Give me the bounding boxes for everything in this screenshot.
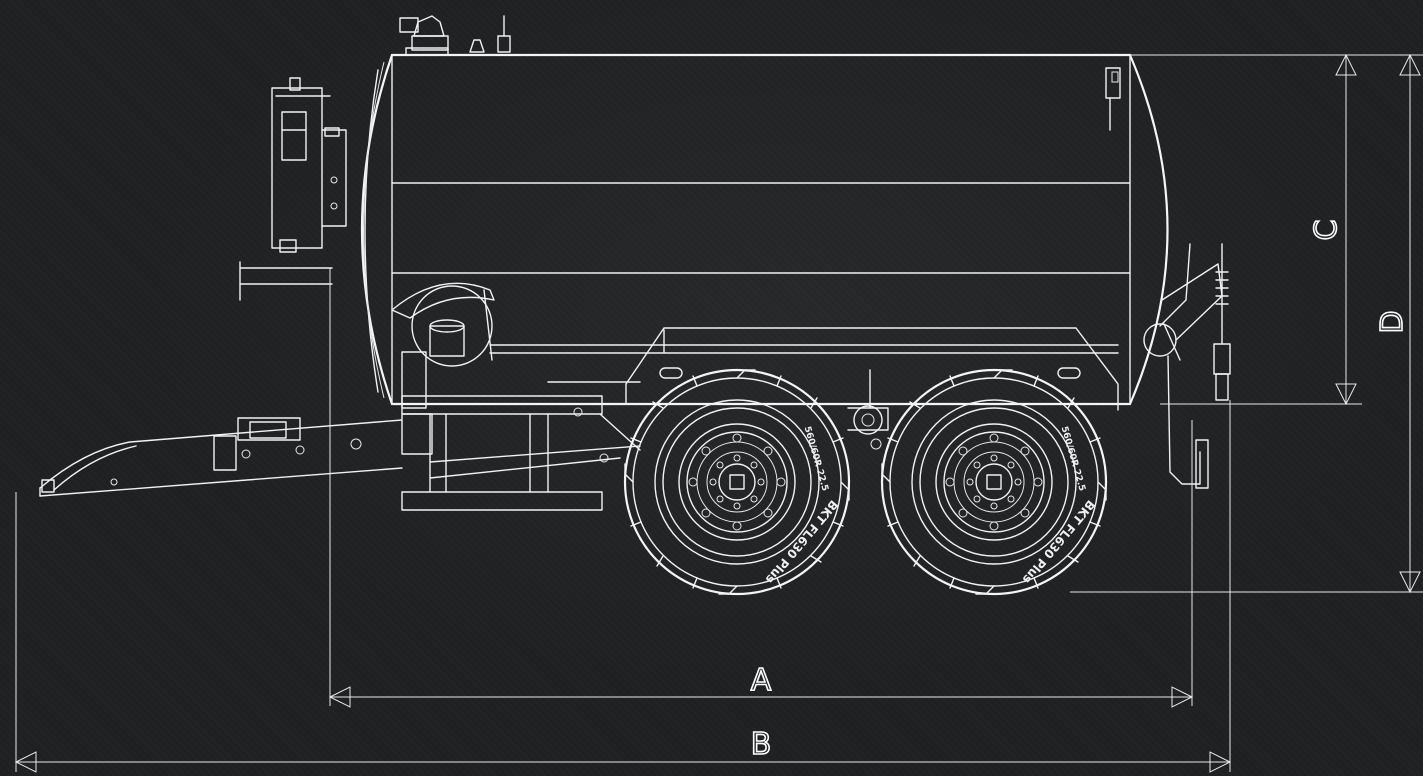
front-pump <box>239 77 347 301</box>
dimension-lines <box>14 53 1423 773</box>
rear-equipment <box>1143 243 1231 489</box>
front-tire-size: 560/60R 22.5 <box>802 425 830 492</box>
dimension-label-a: A <box>751 663 772 698</box>
rear-top-fitting <box>1105 67 1121 131</box>
side-valve <box>391 282 495 367</box>
rear-tire-size: 560/60R 22.5 <box>1059 425 1087 492</box>
tank <box>360 53 1169 406</box>
dimension-label-c: C <box>1309 220 1344 241</box>
drawbar <box>39 413 641 497</box>
dimension-label-d: D <box>1375 310 1410 333</box>
dimension-label-b: B <box>751 727 772 762</box>
fender <box>625 327 1119 450</box>
top-valves <box>399 15 511 56</box>
